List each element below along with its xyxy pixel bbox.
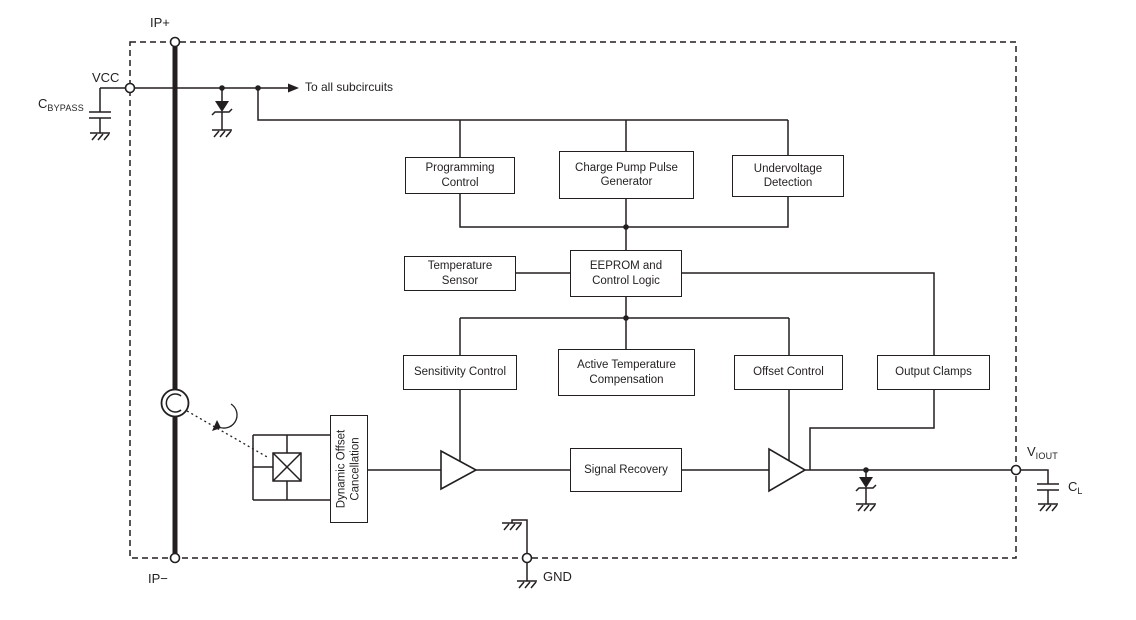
block-label: Control Logic bbox=[592, 274, 660, 287]
flux-sensor-icon bbox=[160, 388, 190, 418]
eeprom-to-clamps-wire bbox=[682, 272, 935, 355]
block-label: Sensor bbox=[441, 274, 479, 287]
block-charge-pump-pulse-generator: Charge Pump Pulse Generator bbox=[559, 151, 694, 199]
block-sensitivity-control: Sensitivity Control bbox=[403, 355, 517, 390]
block-label: Offset Control bbox=[753, 366, 824, 379]
control-rail-wire bbox=[459, 194, 789, 250]
ip-plus-label: IP+ bbox=[150, 15, 170, 30]
internal-gnd-wire bbox=[511, 519, 528, 553]
block-programming-control: Programming Control bbox=[405, 157, 515, 194]
ip-minus-label: IP− bbox=[148, 571, 168, 586]
block-eeprom-control-logic: EEPROM and Control Logic bbox=[570, 250, 682, 297]
block-label: Dynamic Offset bbox=[335, 429, 348, 509]
block-undervoltage-detection: Undervoltage Detection bbox=[732, 155, 844, 197]
c-bypass-base: C bbox=[38, 96, 48, 111]
terminals bbox=[124, 36, 1022, 564]
block-temperature-sensor: Temperature Sensor bbox=[404, 256, 516, 291]
ground-symbol-output bbox=[855, 503, 877, 512]
block-label: Sensitivity Control bbox=[413, 366, 507, 379]
block-label: Active Temperature bbox=[577, 359, 676, 372]
block-signal-recovery: Signal Recovery bbox=[570, 448, 682, 492]
flux-sensor-core-icon bbox=[165, 393, 182, 413]
coupling-rotation-arrow bbox=[216, 403, 238, 429]
block-label: Programming bbox=[425, 162, 495, 175]
gnd-label: GND bbox=[543, 569, 572, 584]
c-bypass-capacitor bbox=[89, 88, 111, 133]
terminal-ip-plus bbox=[169, 36, 181, 48]
block-label: Output Clamps bbox=[895, 366, 972, 379]
block-label: EEPROM and bbox=[589, 260, 663, 273]
chopper-routing-wire bbox=[252, 434, 330, 501]
ground-symbol-bypass bbox=[89, 132, 111, 141]
vcc-label: VCC bbox=[92, 70, 120, 85]
v-iout-sub: IOUT bbox=[1035, 451, 1058, 461]
eeprom-distribution-wire bbox=[459, 297, 790, 355]
c-bypass-label: CBYPASS bbox=[38, 96, 84, 113]
ground-symbol-vcc-clamp bbox=[211, 129, 233, 138]
block-label: Compensation bbox=[589, 373, 664, 386]
ground-symbol-internal bbox=[501, 522, 523, 531]
terminal-viout bbox=[1010, 464, 1022, 476]
v-iout-base: V bbox=[1027, 444, 1036, 459]
block-label: Detection bbox=[763, 177, 813, 189]
ground-symbol-cload bbox=[1037, 503, 1059, 512]
terminal-ip-minus bbox=[169, 552, 181, 564]
ground-symbol-gnd-pin bbox=[516, 580, 538, 589]
terminal-gnd bbox=[521, 552, 533, 564]
hall-element-icon bbox=[272, 452, 302, 482]
to-all-subcircuits-label: To all subcircuits bbox=[305, 80, 394, 94]
ic-boundary bbox=[129, 41, 1017, 559]
block-active-temperature-compensation: Active Temperature Compensation bbox=[558, 349, 695, 396]
block-offset-control: Offset Control bbox=[734, 355, 843, 390]
v-iout-label: VIOUT bbox=[1027, 444, 1058, 461]
to-all-subcircuits-arrow bbox=[288, 83, 299, 93]
clamps-to-output-wire bbox=[809, 390, 935, 470]
front-end-amplifier-icon bbox=[440, 449, 478, 491]
coupling-rotation-arrowhead bbox=[212, 420, 221, 431]
c-bypass-sub: BYPASS bbox=[47, 103, 84, 113]
output-amplifier-icon bbox=[768, 447, 807, 493]
block-dynamic-offset-cancellation: Dynamic Offset Cancellation bbox=[330, 415, 368, 523]
c-load-base: C bbox=[1068, 479, 1078, 494]
terminal-vcc bbox=[124, 82, 136, 94]
block-label: Control bbox=[441, 176, 479, 189]
block-label-vertical: Dynamic Offset Cancellation bbox=[335, 430, 364, 508]
c-load-sub: L bbox=[1077, 486, 1083, 496]
block-label: Generator bbox=[600, 176, 653, 188]
block-label: Signal Recovery bbox=[584, 463, 668, 476]
block-label: Charge Pump Pulse bbox=[575, 161, 678, 174]
c-load-capacitor bbox=[1021, 469, 1059, 504]
block-output-clamps: Output Clamps bbox=[877, 355, 990, 390]
block-label: Undervoltage bbox=[753, 162, 823, 175]
flux-coupling-dotted-line bbox=[186, 410, 270, 459]
block-label: Temperature bbox=[427, 260, 493, 273]
junction-dots bbox=[219, 85, 869, 473]
block-label: Cancellation bbox=[350, 437, 362, 501]
c-load-label: CL bbox=[1068, 479, 1083, 496]
supply-bus-wire bbox=[257, 88, 789, 157]
